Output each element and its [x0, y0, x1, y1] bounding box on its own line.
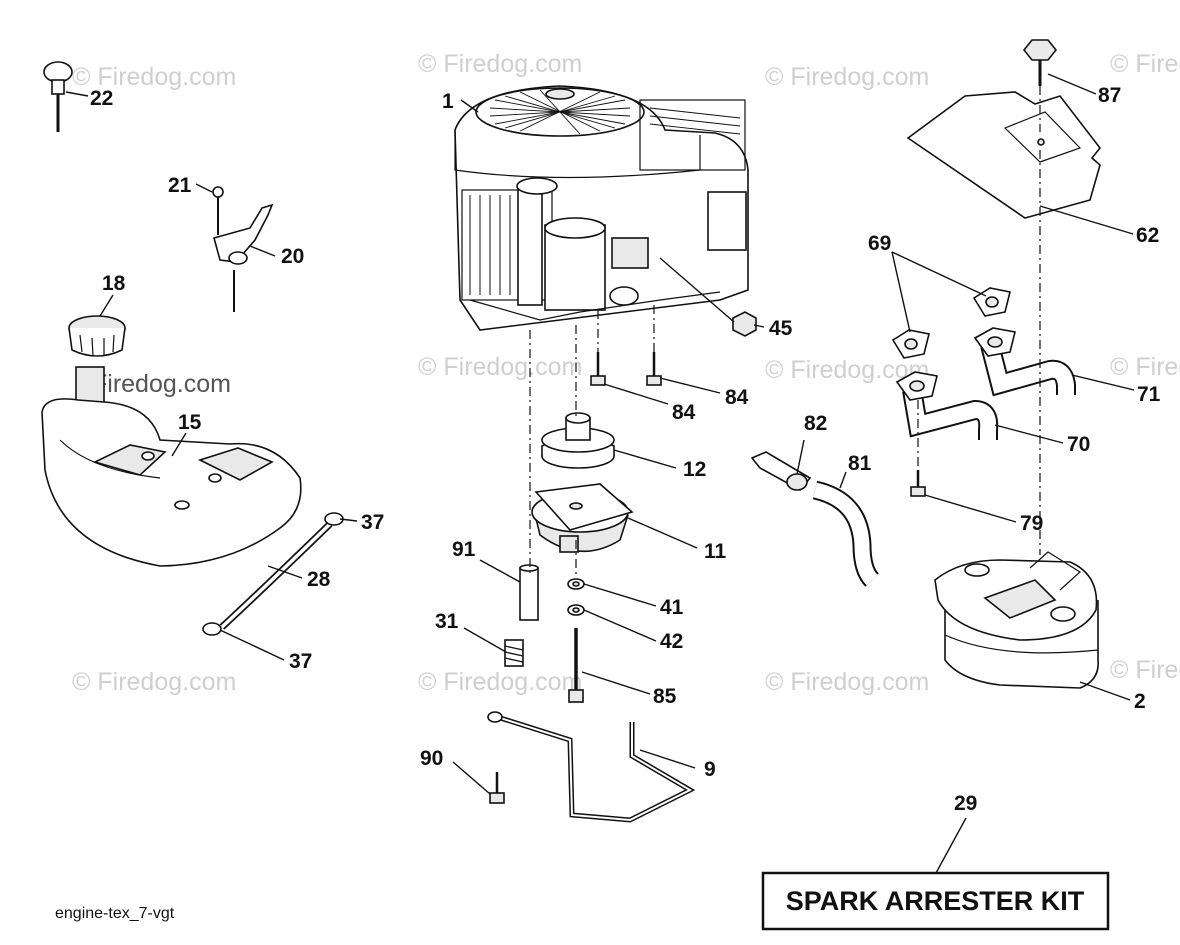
watermark: © Firedog.com [1110, 353, 1180, 381]
callout-29: 29 [954, 792, 977, 815]
callout-41: 41 [660, 596, 684, 619]
callout-21: 21 [168, 174, 192, 197]
watermark: © Firedog.com [72, 63, 236, 91]
callout-69: 69 [868, 232, 891, 255]
callout-9: 9 [704, 758, 716, 781]
part-9-linkage-rod-icon [487, 711, 696, 823]
callout-15: 15 [178, 411, 202, 434]
part-70-exhaust-pipe-icon [895, 371, 999, 440]
callout-79: 79 [1020, 512, 1043, 535]
part-91-spacer-icon [519, 564, 539, 621]
callout-62: 62 [1136, 224, 1159, 247]
callout-84: 84 [725, 386, 749, 409]
callout-18: 18 [102, 272, 126, 295]
part-12-pulley-icon [541, 412, 615, 469]
watermark: © Firedog.com [72, 668, 236, 696]
callout-82: 82 [804, 412, 827, 435]
part-85-bolt-icon [568, 628, 584, 703]
part-81-hose-icon [812, 480, 880, 587]
callout-31: 31 [435, 610, 459, 633]
callout-2: 2 [1134, 690, 1146, 713]
callout-labels: 1 2 9 11 12 15 18 20 21 22 28 29 31 37 3… [90, 84, 1161, 815]
part-41-washer-icon [567, 578, 585, 590]
part-31-spring-icon [504, 639, 524, 667]
callout-85: 85 [653, 685, 677, 708]
callout-11: 11 [704, 540, 727, 563]
callout-12: 12 [683, 458, 706, 481]
callout-1: 1 [442, 90, 454, 113]
callout-90: 90 [420, 747, 443, 770]
watermark-layer: © Firedog.com © Firedog.com © Firedog.co… [72, 50, 1180, 696]
callout-22: 22 [90, 87, 113, 110]
spark-arrester-kit-box: SPARK ARRESTER KIT [761, 871, 1110, 931]
part-84-bolt-icon [590, 352, 606, 386]
watermark: © Firedog.com [1110, 656, 1180, 684]
callout-87: 87 [1098, 84, 1121, 107]
callout-20: 20 [281, 245, 304, 268]
part-20-throttle-control-icon [212, 186, 274, 312]
part-62-heat-shield-icon [906, 91, 1102, 219]
part-2-muffler-icon [934, 551, 1099, 689]
part-84-bolt-icon [646, 352, 662, 386]
watermark: © Firedog.com [765, 668, 929, 696]
part-1-engine-icon [454, 85, 749, 331]
spark-arrester-kit-label: SPARK ARRESTER KIT [786, 886, 1085, 916]
watermark: © Firedog.com [418, 668, 582, 696]
callout-81: 81 [848, 452, 872, 475]
callout-45: 45 [769, 317, 793, 340]
callout-28: 28 [307, 568, 331, 591]
part-42-washer-icon [567, 604, 585, 616]
watermark: © Firedog.com [418, 353, 582, 381]
part-90-bolt-icon [489, 772, 505, 804]
part-79-bolt-icon [910, 470, 926, 497]
watermark: © Firedog.com [418, 50, 582, 78]
part-69-gasket-icon [891, 329, 930, 359]
part-18-fuel-cap-icon [68, 315, 126, 357]
part-11-clutch-icon [531, 483, 634, 553]
callout-71: 71 [1137, 383, 1161, 406]
alignment-lines [529, 86, 1041, 575]
part-15-fuel-tank-icon [41, 366, 302, 567]
watermark: © Firedog.com [1110, 50, 1180, 78]
callout-91: 91 [452, 538, 476, 561]
part-22-knob-icon [43, 61, 73, 132]
leader-lines [65, 73, 1135, 874]
part-82-fitting-icon [750, 451, 812, 492]
watermark-prominent: Firedog.com [92, 370, 231, 398]
callout-70: 70 [1067, 433, 1090, 456]
callout-84: 84 [672, 401, 696, 424]
part-87-knob-icon [1022, 39, 1058, 86]
diagram-reference-code: engine-tex_7-vgt [55, 905, 175, 922]
watermark: © Firedog.com [765, 63, 929, 91]
part-28-fuel-line-icon [202, 512, 344, 636]
part-45-nut-icon [732, 311, 757, 337]
callout-37: 37 [361, 511, 384, 534]
callout-37: 37 [289, 650, 312, 673]
part-71-exhaust-pipe-icon [973, 327, 1076, 397]
callout-42: 42 [660, 630, 683, 653]
